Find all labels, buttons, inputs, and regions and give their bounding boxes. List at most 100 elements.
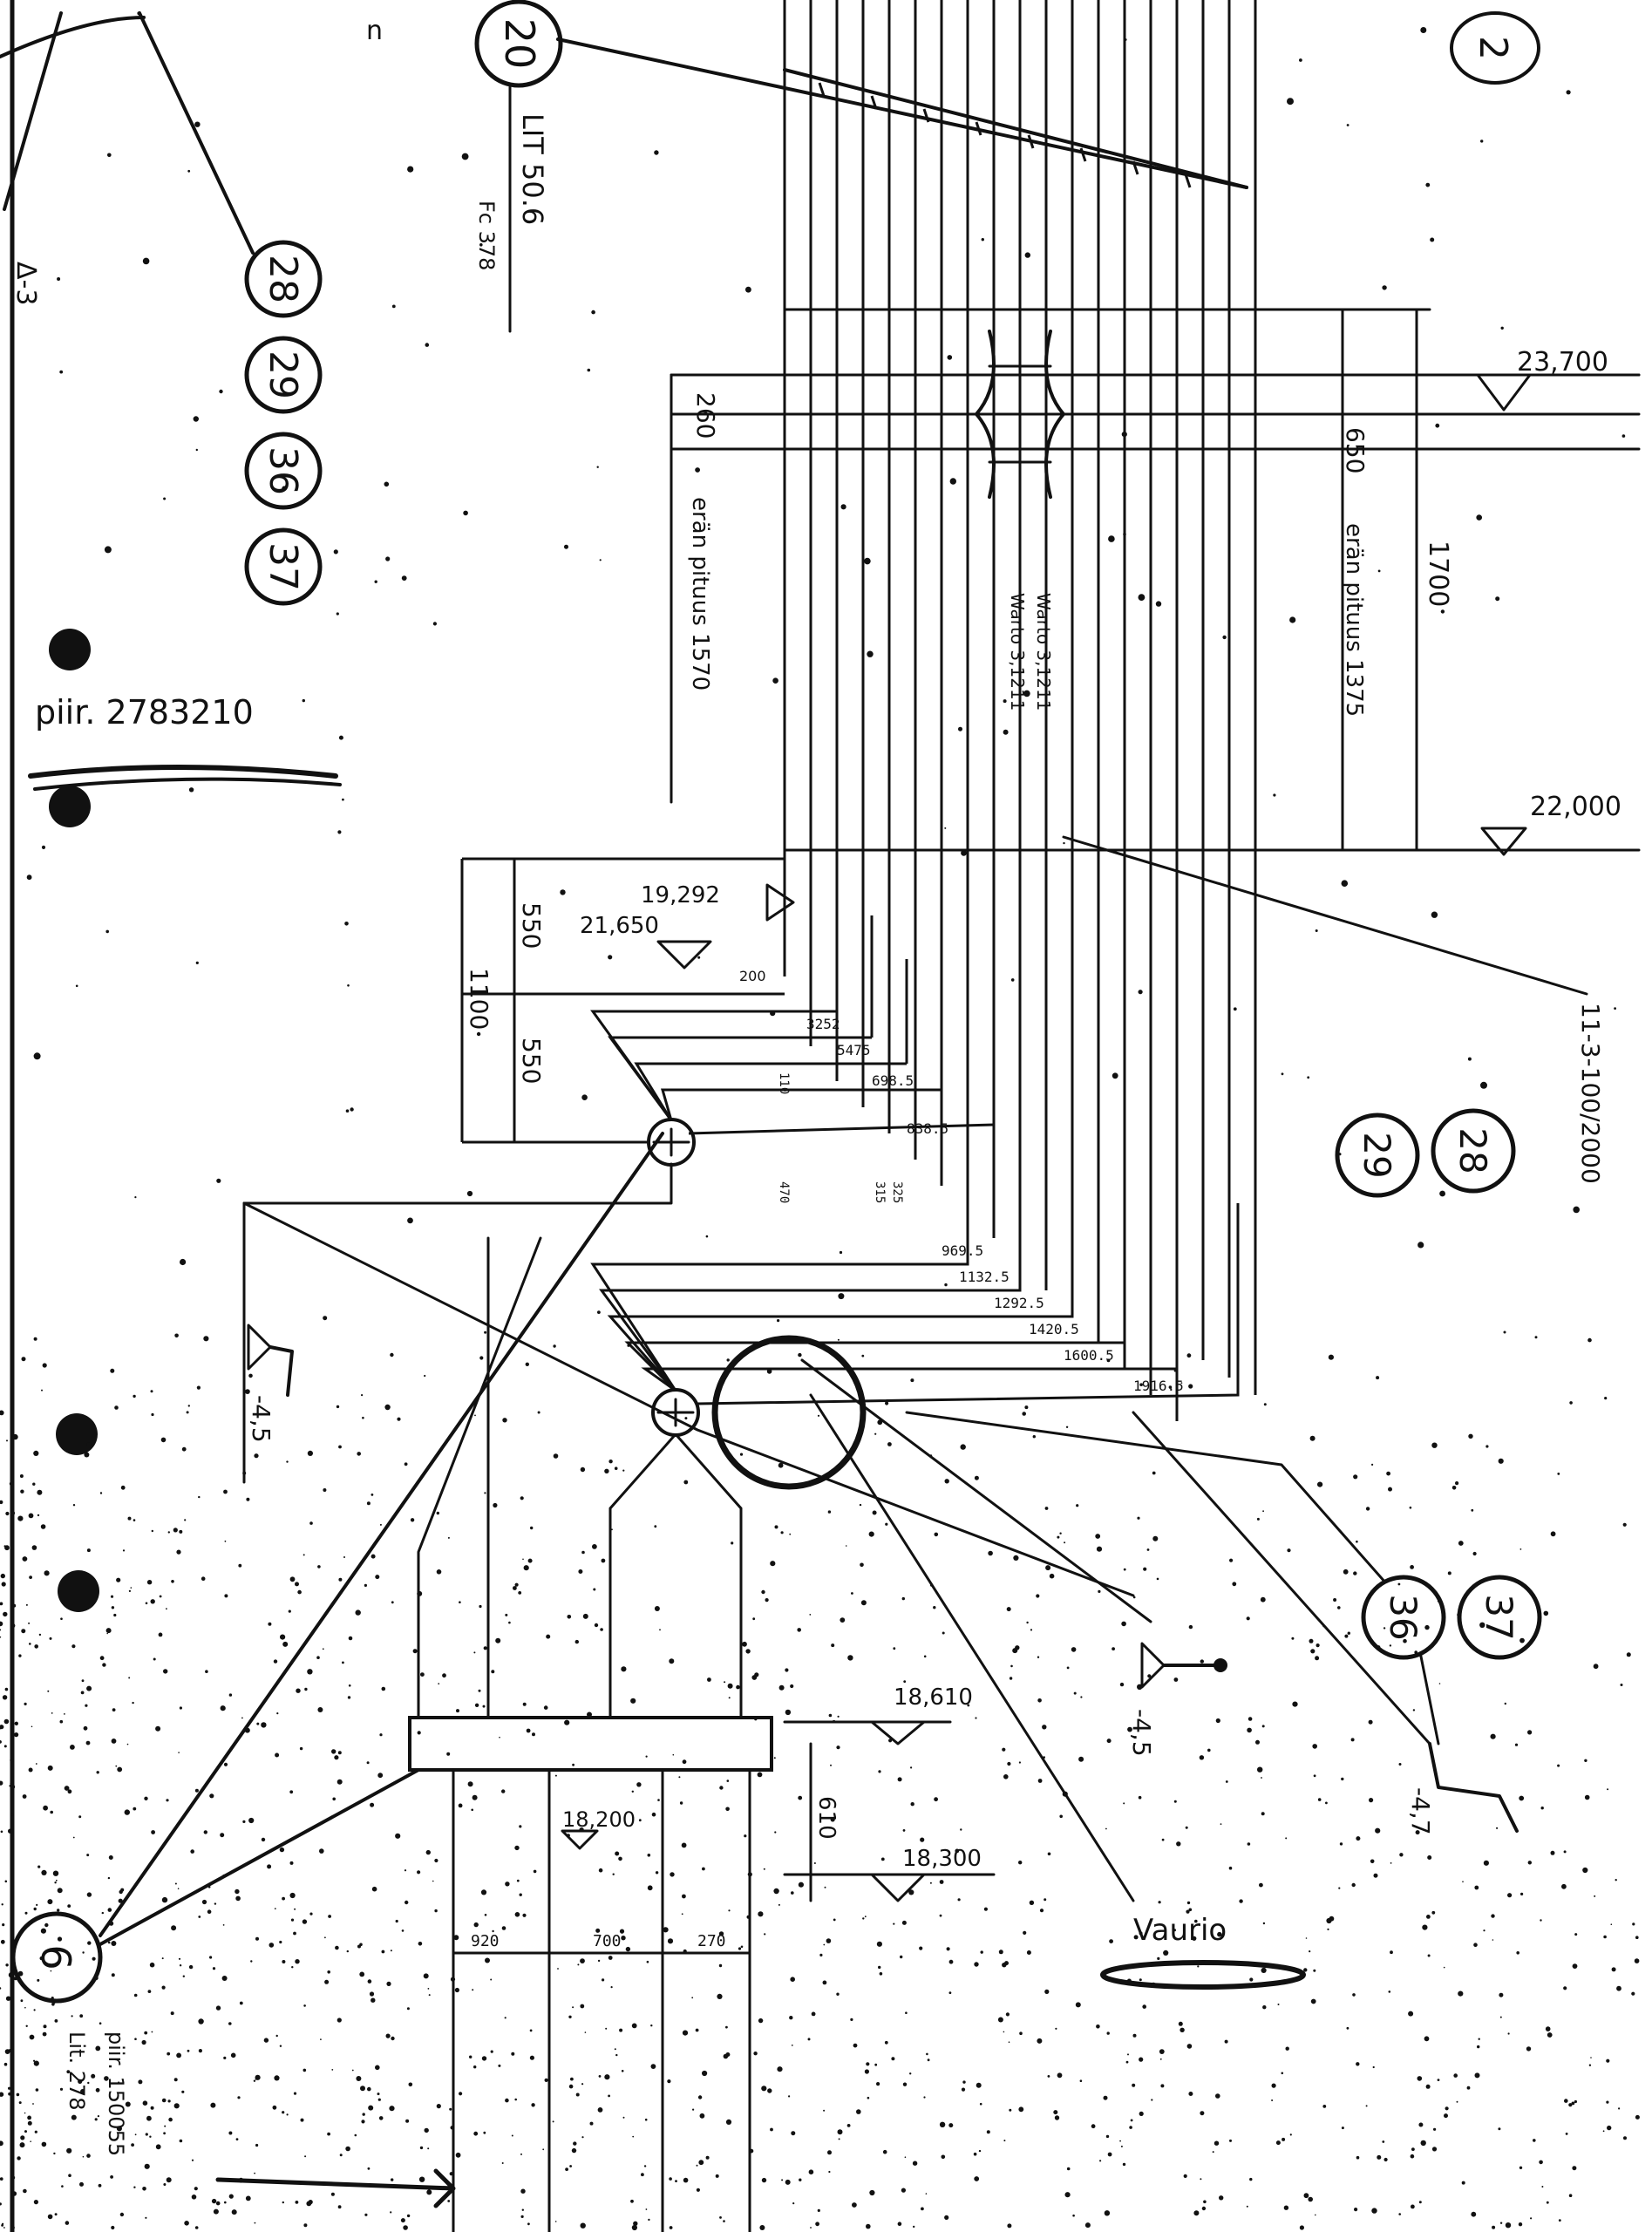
scan-speck	[752, 1617, 756, 1621]
scan-speck	[791, 2045, 793, 2046]
scan-speck	[42, 2031, 47, 2037]
scan-speck	[417, 1870, 421, 1875]
damage-circle	[711, 1335, 867, 1490]
scan-speck	[778, 1684, 785, 1691]
scan-speck	[618, 1856, 622, 1861]
scan-speck	[838, 2138, 840, 2140]
scan-speck	[1029, 1900, 1035, 1905]
pipe-label-small: 110	[777, 1072, 791, 1094]
scan-speck	[1427, 1855, 1432, 1860]
scan-speck	[809, 1614, 812, 1616]
scan-speck	[1119, 1682, 1125, 1687]
scan-speck	[1173, 1929, 1176, 1932]
scan-speck	[161, 1896, 168, 1903]
scan-speck	[1479, 1622, 1485, 1629]
scan-speck	[223, 1489, 228, 1494]
scan-speck	[897, 1777, 902, 1782]
scan-speck	[582, 1613, 588, 1619]
scan-speck	[1160, 2084, 1165, 2088]
scan-speck	[331, 1749, 337, 1754]
scan-speck	[705, 2155, 710, 2160]
scan-speck	[72, 1836, 75, 1839]
scan-speck	[436, 1511, 439, 1515]
scan-speck	[176, 2052, 182, 2058]
scan-speck	[1568, 2103, 1573, 2107]
scan-speck	[335, 1945, 339, 1950]
scan-speck	[484, 1330, 487, 1334]
scan-speck	[32, 1482, 36, 1486]
scan-speck	[1188, 2092, 1193, 2096]
scan-speck	[10, 2225, 15, 2230]
scan-speck	[61, 2185, 64, 2188]
scan-speck	[427, 2147, 430, 2150]
scan-speck	[622, 2116, 625, 2119]
scan-speck	[1106, 1739, 1112, 1744]
scan-speck	[1516, 1951, 1519, 1955]
scan-speck	[691, 1997, 694, 1999]
scan-speck	[184, 1519, 187, 1521]
scan-speck	[26, 874, 32, 881]
svg-text:-4,5: -4,5	[1127, 1709, 1156, 1757]
scan-speck	[1010, 1664, 1013, 1668]
scan-speck	[1353, 1474, 1358, 1480]
scan-speck	[867, 2096, 870, 2099]
scan-speck	[868, 1531, 874, 1537]
scan-speck	[492, 1929, 494, 1933]
scan-speck	[580, 2004, 585, 2009]
scan-speck	[1533, 2139, 1536, 2142]
scan-speck	[742, 1641, 747, 1647]
scan-speck	[145, 2133, 148, 2136]
scan-speck	[223, 2056, 227, 2059]
scan-speck	[71, 2114, 77, 2120]
scan-speck	[412, 1649, 418, 1654]
scan-speck	[644, 2118, 648, 2121]
scan-speck	[598, 2075, 602, 2078]
scan-speck	[511, 2052, 515, 2056]
scan-speck	[669, 2226, 673, 2229]
scan-speck	[222, 1874, 226, 1877]
scan-speck	[1186, 1353, 1192, 1358]
scan-speck	[909, 2072, 912, 2075]
scan-speck	[248, 1373, 253, 1378]
scan-speck	[159, 1595, 162, 1598]
scan-speck	[187, 2049, 190, 2052]
scan-speck	[299, 1746, 303, 1751]
page-number: 2	[1471, 36, 1515, 60]
scan-speck	[1183, 2174, 1187, 2178]
scan-speck	[725, 1807, 730, 1812]
scan-speck	[833, 1918, 836, 1922]
scan-speck	[1119, 2140, 1121, 2142]
dim-200: 200	[739, 968, 766, 984]
scan-speck	[1456, 2100, 1458, 2103]
scan-speck	[181, 2090, 185, 2093]
scan-speck	[745, 1649, 751, 1654]
scan-speck	[405, 1900, 409, 1905]
scan-speck	[594, 1623, 599, 1628]
scan-speck	[1444, 2113, 1448, 2119]
scan-speck	[878, 1965, 881, 1970]
scan-speck	[472, 1794, 478, 1800]
scan-speck	[1159, 2049, 1165, 2055]
scan-speck	[773, 1888, 779, 1895]
scan-speck	[4, 1545, 10, 1551]
scan-speck	[293, 2092, 297, 2095]
scan-speck	[368, 2105, 374, 2111]
scan-speck	[1561, 1883, 1567, 1889]
scan-speck	[375, 2065, 380, 2071]
scan-speck	[1281, 2137, 1286, 2141]
scan-speck	[944, 2215, 949, 2220]
scan-speck	[788, 2095, 791, 2098]
scan-speck	[1139, 2111, 1144, 2116]
scan-speck	[449, 2107, 452, 2111]
scan-speck	[530, 1526, 534, 1530]
scan-speck	[179, 1529, 183, 1534]
scan-speck	[403, 2225, 408, 2230]
scan-speck	[1626, 1652, 1631, 1657]
scan-speck	[1606, 2058, 1610, 2063]
scan-speck	[447, 2200, 451, 2202]
scan-speck	[1546, 2201, 1549, 2204]
scan-speck	[598, 1868, 603, 1873]
scan-speck	[184, 2221, 189, 2226]
scan-speck	[134, 2133, 137, 2136]
scan-speck	[1, 1903, 3, 1906]
